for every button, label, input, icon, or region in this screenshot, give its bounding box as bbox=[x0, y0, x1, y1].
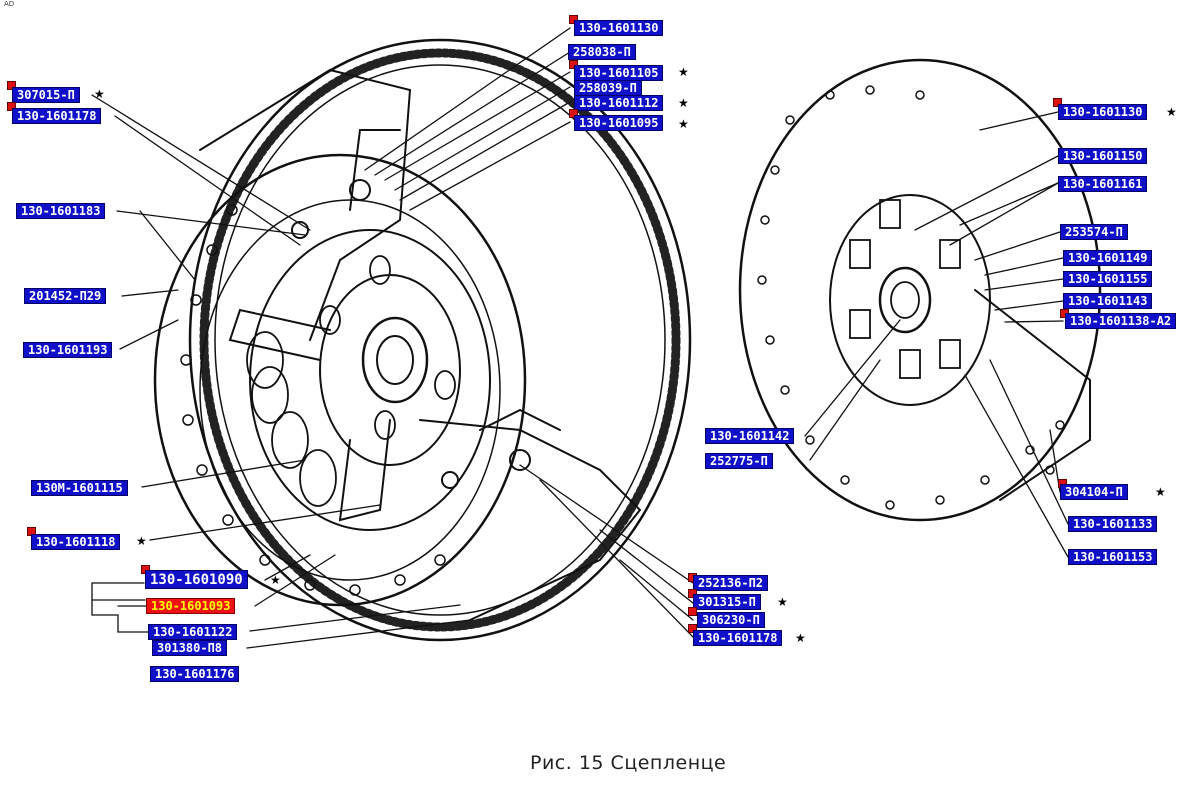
part-label-301315[interactable]: 301315-П bbox=[693, 594, 761, 610]
driven-disc-holes bbox=[757, 85, 1065, 510]
marker bbox=[688, 607, 697, 616]
top-leader-lines bbox=[364, 27, 571, 211]
pressure-springs bbox=[246, 255, 456, 507]
left-leader-lines bbox=[91, 94, 471, 649]
star-mark: ★ bbox=[1166, 105, 1177, 119]
part-label-130-1601178-right[interactable]: 130-1601178 bbox=[693, 630, 783, 646]
part-label-130-1601142[interactable]: 130-1601142 bbox=[705, 428, 795, 444]
star-mark: ★ bbox=[1155, 485, 1166, 499]
part-label-304104[interactable]: 304104-П bbox=[1060, 484, 1128, 500]
right-leader-lines-left-assembly bbox=[519, 464, 694, 638]
star-mark: ★ bbox=[777, 595, 788, 609]
star-mark: ★ bbox=[678, 65, 689, 79]
marker bbox=[7, 81, 16, 90]
disc-leader-lines bbox=[804, 111, 1069, 558]
part-label-130-1601143[interactable]: 130-1601143 bbox=[1063, 293, 1153, 309]
marker bbox=[688, 589, 697, 598]
part-label-306230[interactable]: 306230-П bbox=[697, 612, 765, 628]
driven-disc bbox=[738, 58, 1102, 522]
part-label-307015[interactable]: 307015-П bbox=[12, 87, 80, 103]
part-label-130-1601149[interactable]: 130-1601149 bbox=[1063, 250, 1153, 266]
part-label-130-1601118[interactable]: 130-1601118 bbox=[31, 534, 121, 550]
part-label-130-1601155[interactable]: 130-1601155 bbox=[1063, 271, 1153, 287]
star-mark: ★ bbox=[795, 631, 806, 645]
part-label-130-1601133[interactable]: 130-1601133 bbox=[1068, 516, 1158, 532]
part-label-130-1601153[interactable]: 130-1601153 bbox=[1068, 549, 1158, 565]
star-mark: ★ bbox=[136, 534, 147, 548]
part-label-130-1601138-a2[interactable]: 130-1601138-А2 bbox=[1065, 313, 1177, 329]
part-label-258038[interactable]: 258038-П bbox=[568, 44, 636, 60]
part-label-301380[interactable]: 301380-П8 bbox=[152, 640, 228, 656]
part-label-130-1601090[interactable]: 130-1601090 bbox=[145, 570, 248, 589]
part-label-130-1601095[interactable]: 130-1601095 bbox=[574, 115, 664, 131]
figure-caption: Рис. 15 Сцепленце bbox=[530, 752, 727, 774]
star-mark: ★ bbox=[270, 573, 281, 587]
marker bbox=[688, 624, 697, 633]
part-label-130-1601150[interactable]: 130-1601150 bbox=[1058, 148, 1148, 164]
marker bbox=[569, 60, 578, 69]
part-label-130-1601193[interactable]: 130-1601193 bbox=[23, 342, 113, 358]
part-label-130-1601105[interactable]: 130-1601105 bbox=[574, 65, 664, 81]
part-label-253574[interactable]: 253574-П bbox=[1060, 224, 1128, 240]
marker bbox=[569, 109, 578, 118]
marker bbox=[7, 102, 16, 111]
marker bbox=[1053, 98, 1062, 107]
part-label-130-1601122[interactable]: 130-1601122 bbox=[148, 624, 238, 640]
corner-mark: AD bbox=[4, 0, 15, 8]
star-mark: ★ bbox=[678, 117, 689, 131]
part-label-130-1601130-top[interactable]: 130-1601130 bbox=[574, 20, 664, 36]
star-mark: ★ bbox=[94, 87, 105, 101]
part-label-130-1601178-left[interactable]: 130-1601178 bbox=[12, 108, 102, 124]
part-label-130-1601130-right[interactable]: 130-1601130 bbox=[1058, 104, 1148, 120]
part-label-130-1601176[interactable]: 130-1601176 bbox=[150, 666, 240, 682]
part-label-130-1601183[interactable]: 130-1601183 bbox=[16, 203, 106, 219]
cover-bolt-holes bbox=[180, 204, 446, 596]
pressure-plate-cover bbox=[153, 153, 527, 607]
marker bbox=[569, 15, 578, 24]
part-label-252775[interactable]: 252775-П bbox=[705, 453, 773, 469]
part-label-130-1601161[interactable]: 130-1601161 bbox=[1058, 176, 1148, 192]
part-label-130-1601093-selected[interactable]: 130-1601093 bbox=[146, 598, 236, 614]
part-label-130m-1601115[interactable]: 130М-1601115 bbox=[31, 480, 128, 496]
star-mark: ★ bbox=[678, 96, 689, 110]
part-label-201452[interactable]: 201452-П29 bbox=[24, 288, 107, 304]
part-label-130-1601112[interactable]: 130-1601112 bbox=[574, 95, 664, 111]
part-label-252136[interactable]: 252136-П2 bbox=[693, 575, 769, 591]
damper-springs bbox=[849, 199, 961, 379]
release-levers bbox=[199, 68, 642, 621]
flywheel-ring-gear bbox=[188, 38, 692, 642]
part-label-258039[interactable]: 258039-П bbox=[574, 80, 642, 96]
